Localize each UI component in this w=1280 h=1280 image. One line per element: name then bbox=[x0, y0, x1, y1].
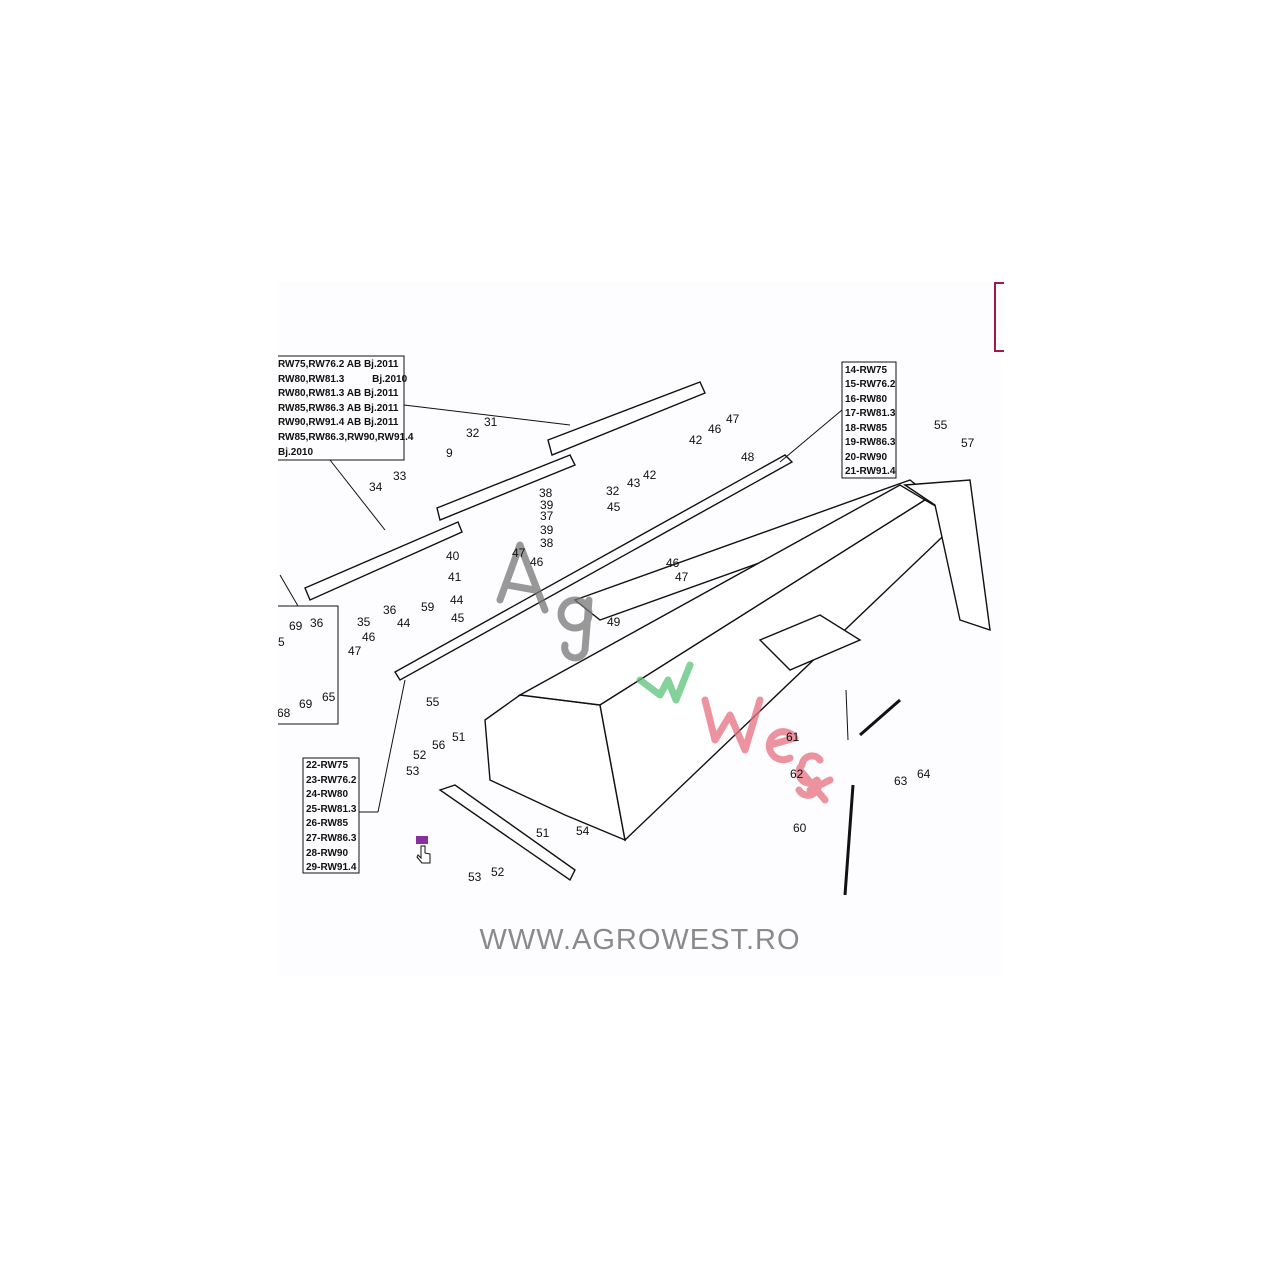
callout: 45 bbox=[607, 500, 621, 514]
callout: 55 bbox=[934, 418, 948, 432]
model-line: 25-RW81.3 bbox=[306, 804, 357, 815]
model-line: 22-RW75 bbox=[306, 760, 348, 771]
model-line: 18-RW85 bbox=[845, 423, 887, 434]
callout: 33 bbox=[393, 469, 407, 483]
callout: 36 bbox=[383, 603, 397, 617]
callout: 65 bbox=[322, 690, 336, 704]
agrowest-watermark bbox=[496, 541, 834, 804]
callout: 47 bbox=[512, 546, 526, 560]
callout: 31 bbox=[484, 415, 498, 429]
model-box-right: 14-RW75 15-RW76.2 16-RW80 17-RW81.3 18-R… bbox=[779, 361, 897, 479]
model-line: RW75,RW76.2 AB Bj.2011 bbox=[278, 359, 399, 370]
callout: 69 bbox=[299, 697, 313, 711]
model-line: 20-RW90 bbox=[845, 452, 887, 463]
callout: 45 bbox=[451, 611, 465, 625]
callout: 35 bbox=[357, 615, 371, 629]
callout: 63 bbox=[894, 774, 908, 788]
model-line: 14-RW75 bbox=[845, 365, 887, 376]
model-line: RW90,RW91.4 AB Bj.2011 bbox=[278, 417, 399, 428]
callout-numbers: 31 32 9 33 34 38 39 37 39 38 40 47 46 41… bbox=[278, 412, 975, 884]
callout: 52 bbox=[491, 865, 505, 879]
callout: 46 bbox=[666, 556, 680, 570]
callout: 46 bbox=[530, 555, 544, 569]
website-footer: WWW.AGROWEST.RO bbox=[479, 924, 801, 956]
callout: 68 bbox=[278, 706, 291, 720]
exploded-view: RW75,RW76.2 AB Bj.2011 RW80,RW81.3 Bj.20… bbox=[278, 355, 991, 896]
callout: 52 bbox=[413, 748, 427, 762]
callout: 47 bbox=[726, 412, 740, 426]
detail-box-left bbox=[278, 574, 339, 725]
model-line: 29-RW91.4 bbox=[306, 862, 357, 873]
model-box-bottom: 22-RW75 23-RW76.2 24-RW80 25-RW81.3 26-R… bbox=[302, 679, 406, 874]
callout: 62 bbox=[790, 767, 804, 781]
callout: 42 bbox=[643, 468, 657, 482]
model-line: 19-RW86.3 bbox=[845, 437, 896, 448]
edge-marker bbox=[994, 282, 1004, 352]
callout: 44 bbox=[450, 593, 464, 607]
callout: 55 bbox=[426, 695, 440, 709]
callout: 41 bbox=[448, 570, 462, 584]
callout: 48 bbox=[741, 450, 755, 464]
callout: 38 bbox=[540, 536, 554, 550]
callout: 42 bbox=[689, 433, 703, 447]
callout: 39 bbox=[540, 498, 554, 512]
model-box-top-left: RW75,RW76.2 AB Bj.2011 RW80,RW81.3 Bj.20… bbox=[278, 355, 571, 531]
main-frame bbox=[438, 479, 991, 896]
model-line: 23-RW76.2 bbox=[306, 775, 357, 786]
model-line: RW85,RW86.3 AB Bj.2011 bbox=[278, 403, 399, 414]
callout: 32 bbox=[606, 484, 620, 498]
callout: 64 bbox=[917, 767, 931, 781]
model-line: RW80,RW81.3 Bj.2010 bbox=[278, 374, 408, 385]
callout: 69 bbox=[289, 619, 303, 633]
callout: 53 bbox=[468, 870, 482, 884]
callout: 5 bbox=[278, 635, 285, 649]
callout: 60 bbox=[793, 821, 807, 835]
callout: 43 bbox=[627, 476, 641, 490]
parts-diagram: RW75,RW76.2 AB Bj.2011 RW80,RW81.3 Bj.20… bbox=[278, 282, 1002, 976]
callout: 46 bbox=[362, 630, 376, 644]
callout: 36 bbox=[310, 616, 324, 630]
callout: 61 bbox=[786, 730, 800, 744]
model-line: 26-RW85 bbox=[306, 818, 348, 829]
callout: 32 bbox=[466, 426, 480, 440]
model-line: 28-RW90 bbox=[306, 848, 348, 859]
callout: 34 bbox=[369, 480, 383, 494]
hand-cursor-icon bbox=[416, 836, 431, 864]
callout: 57 bbox=[961, 436, 975, 450]
callout: 44 bbox=[397, 616, 411, 630]
model-line: 17-RW81.3 bbox=[845, 408, 896, 419]
callout: 56 bbox=[432, 738, 446, 752]
model-line: 24-RW80 bbox=[306, 789, 348, 800]
callout: 39 bbox=[540, 523, 554, 537]
callout: 51 bbox=[536, 826, 550, 840]
callout: 53 bbox=[406, 764, 420, 778]
callout: 51 bbox=[452, 730, 466, 744]
callout: 54 bbox=[576, 824, 590, 838]
callout: 9 bbox=[446, 446, 453, 460]
callout: 37 bbox=[540, 509, 554, 523]
model-line: 16-RW80 bbox=[845, 394, 887, 405]
model-line: Bj.2010 bbox=[278, 447, 313, 458]
callout: 46 bbox=[708, 422, 722, 436]
callout: 38 bbox=[539, 486, 553, 500]
model-line: 21-RW91.4 bbox=[845, 466, 896, 477]
model-line: RW85,RW86.3,RW90,RW91.4 bbox=[278, 432, 414, 443]
model-line: 27-RW86.3 bbox=[306, 833, 357, 844]
callout: 47 bbox=[348, 644, 362, 658]
callout: 49 bbox=[607, 615, 621, 629]
callout: 59 bbox=[421, 600, 435, 614]
model-line: 15-RW76.2 bbox=[845, 379, 896, 390]
callout: 40 bbox=[446, 549, 460, 563]
model-line: RW80,RW81.3 AB Bj.2011 bbox=[278, 388, 399, 399]
callout: 47 bbox=[675, 570, 689, 584]
